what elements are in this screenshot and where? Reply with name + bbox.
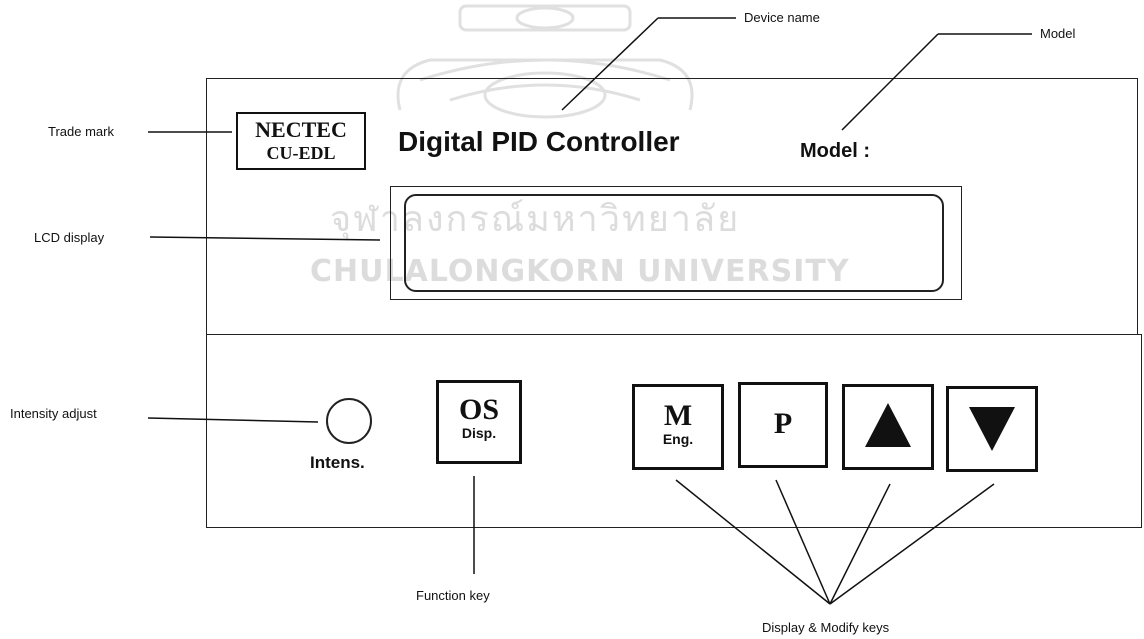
- up-triangle-icon: [865, 403, 911, 447]
- p-key[interactable]: P: [738, 382, 828, 468]
- p-key-leader: [775, 479, 831, 605]
- lcd-display-leader: [149, 236, 381, 241]
- intensity-label: Intens.: [310, 453, 365, 472]
- os-key-main-label: OS: [458, 393, 500, 426]
- m-key-leader: [675, 479, 831, 605]
- intensity-adjust-leader: [147, 417, 319, 423]
- device-name: Digital PID Controller: [398, 126, 680, 157]
- watermark-english-text: CHULALONGKORN UNIVERSITY: [310, 254, 850, 289]
- m-key-sub-label: Eng.: [662, 431, 694, 447]
- intensity-knob[interactable]: [326, 398, 372, 444]
- model-leader-diagonal: [841, 33, 939, 131]
- callout-lcd-display: LCD display: [34, 230, 105, 245]
- m-eng-key[interactable]: M Eng.: [632, 384, 724, 470]
- trademark-line-1: NECTEC: [255, 117, 347, 142]
- keypad-panel: [206, 334, 1142, 528]
- trademark-line-2: CU-EDL: [266, 143, 336, 163]
- down-key-leader: [829, 483, 995, 605]
- trademark-logo: NECTEC CU-EDL: [236, 112, 366, 170]
- os-key-sub-label: Disp.: [461, 425, 497, 441]
- callout-device-name: Device name: [744, 10, 820, 25]
- lcd-bezel: [390, 186, 962, 300]
- p-key-label: P: [773, 407, 793, 440]
- os-disp-key[interactable]: OS Disp.: [436, 380, 522, 464]
- device-name-leader-diagonal: [561, 17, 659, 111]
- callout-display-modify-keys: Display & Modify keys: [762, 620, 890, 635]
- down-key[interactable]: [946, 386, 1038, 472]
- model-label: Model :: [800, 140, 870, 162]
- university-seal-watermark: [396, 4, 694, 119]
- lcd-display: [404, 194, 944, 292]
- up-key[interactable]: [842, 384, 934, 470]
- up-key-leader: [829, 483, 891, 605]
- m-key-main-label: M: [663, 399, 693, 432]
- callout-trade-mark: Trade mark: [48, 124, 114, 139]
- callout-model: Model: [1040, 26, 1076, 41]
- display-panel: [206, 78, 1138, 334]
- callout-intensity-adjust: Intensity adjust: [10, 406, 97, 421]
- callout-function-key: Function key: [416, 588, 490, 603]
- watermark-thai-text: จุฬาลงกรณ์มหาวิทยาลัย: [330, 199, 741, 240]
- down-triangle-icon: [969, 407, 1015, 451]
